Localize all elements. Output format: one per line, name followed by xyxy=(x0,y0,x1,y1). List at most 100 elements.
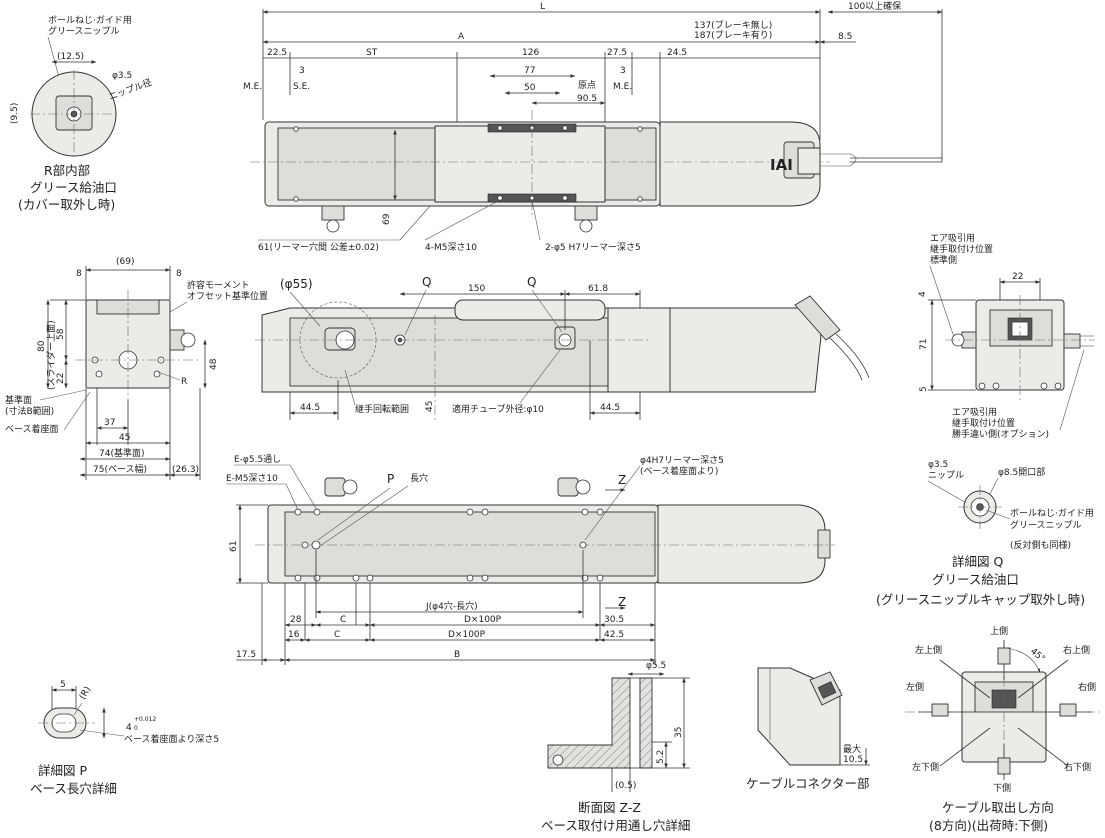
label-long-hole: 長穴 xyxy=(410,472,428,484)
base-3: ベース着座面 xyxy=(5,423,59,435)
r-caption-3: (カバー取外し時) xyxy=(18,197,115,212)
dim-126: 126 xyxy=(522,48,539,58)
note-phi4-h7: φ4H7リーマー深さ5 xyxy=(640,455,724,466)
dim-77: 77 xyxy=(524,66,535,76)
moment-1: 許容モーメント xyxy=(187,279,250,291)
p-dim-4: 4 xyxy=(126,723,132,733)
rear-air-2: 継手取付け位置 xyxy=(930,243,993,255)
rear-air-1: エア吸引用 xyxy=(930,233,975,244)
zz-dim-5-2: 5.2 xyxy=(656,750,666,764)
dim-90-5: 90.5 xyxy=(577,94,597,104)
dim-B: B xyxy=(454,650,460,660)
dim-27-5: 27.5 xyxy=(607,48,627,58)
q-caption-1: 詳細図 Q xyxy=(952,554,1003,569)
r-note-1: ボールねじ·ガイド用 xyxy=(48,15,132,26)
cable-max: 最大 xyxy=(843,743,861,755)
dim-24-5: 24.5 xyxy=(667,48,687,58)
p-note: ベース着座面より深さ5 xyxy=(124,733,219,745)
dim-A: A xyxy=(458,32,465,42)
r-dim-12-5: (12.5) xyxy=(57,52,84,62)
cable-direction-diagram: 上側 左上側 右上側 左側 右側 左下側 右下側 下側 45° ケーブル取出し方… xyxy=(905,625,1100,833)
cable-connector-detail: 最大 10.5 ケーブルコネクター部 xyxy=(746,667,870,791)
r-dim-9-5: (9.5) xyxy=(10,103,20,124)
rear-dim-4: 4 xyxy=(918,291,928,297)
p-tol-lo: 0 xyxy=(134,725,138,732)
svg-text:IAI: IAI xyxy=(770,156,793,174)
p-tol-up: +0.012 xyxy=(134,716,156,723)
r-caption-2: グリース給油口 xyxy=(30,180,117,195)
side-dim-44-5-right: 44.5 xyxy=(600,403,620,413)
label-P: P xyxy=(387,472,394,486)
side-dim-44-5-left: 44.5 xyxy=(300,403,320,413)
label-SE: S.E. xyxy=(293,82,310,92)
dim-187-brake: 187(ブレーキ有り) xyxy=(694,29,772,41)
r-note-2: グリースニップル xyxy=(48,25,120,37)
q-note-2: グリースニップル xyxy=(1010,519,1082,531)
note-phi4-base: (ベース着座面より) xyxy=(640,465,718,477)
end-dim-45: 45 xyxy=(119,433,130,443)
note-2-phi5: 2-φ5 H7リーマー深さ5 xyxy=(545,242,641,253)
rear-dim-5: 5 xyxy=(919,386,929,392)
bottom-holes xyxy=(294,508,604,582)
zz-dim-0-5: (0.5) xyxy=(615,781,636,791)
dirs-caption-2: (8方向)(出荷時:下側) xyxy=(929,818,1048,833)
zz-dim-35: 35 xyxy=(674,727,684,738)
bottom-dim-61: 61 xyxy=(229,541,239,552)
moment-2: オフセット基準位置 xyxy=(187,290,268,302)
q-caption-3: (グリースニップルキャップ取外し時) xyxy=(876,592,1085,607)
q-note-1: ボールねじ·ガイド用 xyxy=(1010,508,1094,519)
end-dim-74: 74(基準面) xyxy=(99,447,144,459)
side-dim-45: 45 xyxy=(425,401,435,412)
base-2: (寸法B範囲) xyxy=(5,405,54,417)
label-origin: 原点 xyxy=(578,80,596,91)
r-phi3-5: φ3.5 xyxy=(112,71,132,81)
side-dim-150: 150 xyxy=(468,284,485,294)
side-phi55: (φ55) xyxy=(280,277,313,291)
dim-50: 50 xyxy=(524,83,536,93)
dir-left: 左側 xyxy=(906,681,924,693)
p-caption-2: ベース長穴詳細 xyxy=(30,781,117,796)
dim-137-no-brake: 137(ブレーキ無し) xyxy=(694,19,772,31)
label-ME-right: M.E. xyxy=(613,82,632,92)
rear-opt-3: 勝手違い側(オプション) xyxy=(952,428,1049,440)
end-dim-8-right: 8 xyxy=(176,269,182,279)
side-view: (φ55) Q Q 150 61.8 44.5 44.5 45 継手回転範囲 適… xyxy=(255,275,870,420)
end-dim-80: 80 xyxy=(37,340,47,352)
label-Z-top: Z xyxy=(618,473,626,487)
dim-22-5: 22.5 xyxy=(267,48,287,58)
dim-3-left: 3 xyxy=(299,66,305,76)
dim-30-5: 30.5 xyxy=(604,615,624,625)
rear-dim-71: 71 xyxy=(919,339,929,350)
side-Q-right: Q xyxy=(527,275,536,289)
detail-R: ボールねじ·ガイド用 グリースニップル (12.5) (9.5) φ3.5 ニッ… xyxy=(10,15,153,212)
note-61-reamer: 61(リーマー穴間 公差±0.02) xyxy=(258,241,379,253)
end-dim-26-3: (26.3) xyxy=(172,465,199,475)
note-4-M5: 4-M5深さ10 xyxy=(425,242,477,253)
q-caption-2: グリース給油口 xyxy=(932,572,1019,587)
q-phi3-5: φ3.5 xyxy=(928,460,948,470)
dir-angle: 45° xyxy=(1028,647,1047,665)
end-dim-37: 37 xyxy=(104,418,115,428)
dir-downright: 右下側 xyxy=(1064,761,1091,773)
e-phi5-5: E-φ5.5通し xyxy=(234,454,281,465)
end-dim-8-left: 8 xyxy=(76,269,82,279)
dim-J: J(φ4穴-長穴) xyxy=(425,600,478,612)
cable-dim-10-5: 10.5 xyxy=(843,755,863,765)
dim-DxP-2: D×100P xyxy=(448,630,486,640)
label-Z-bottom: Z xyxy=(618,595,626,609)
detail-Q: φ3.5 ニップル φ8.5開口部 ボールねじ·ガイド用 グリースニップル (反… xyxy=(876,460,1094,607)
p-R: (R) xyxy=(78,685,93,702)
dim-ST: ST xyxy=(366,48,378,58)
dim-100-clearance: 100以上確保 xyxy=(848,0,901,12)
q-nipple: ニップル xyxy=(928,470,964,481)
bottom-view: E-φ5.5通し E-M5深さ10 P 長穴 φ4H7リーマー深さ5 (ベース着… xyxy=(226,454,835,665)
dir-upleft: 左上側 xyxy=(915,644,942,656)
rear-dim-22: 22 xyxy=(1012,272,1023,282)
end-dim-75: 75(ベース幅) xyxy=(93,463,147,475)
dim-L: L xyxy=(540,2,545,12)
side-tube: 適用チューブ外径:φ10 xyxy=(452,403,544,415)
rear-view: エア吸引用 継手取付け位置 標準側 22 4 71 5 エア吸引用 継手取付け位… xyxy=(918,233,1095,440)
dim-3-right: 3 xyxy=(620,66,626,76)
label-ME-left: M.E. xyxy=(243,82,262,92)
